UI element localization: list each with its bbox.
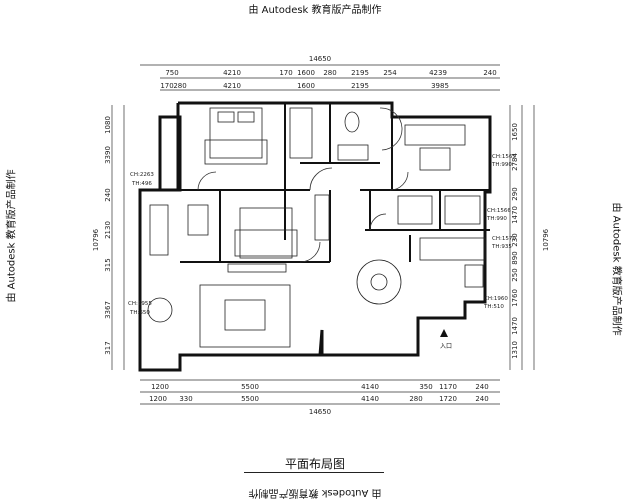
- label-right-dims-2: 290: [511, 187, 519, 200]
- label-left-dims-5: 3367: [104, 301, 112, 319]
- height-notes: CH:2263 TH:496 CH:1955 TH:650 CH:1565 TH…: [128, 154, 516, 316]
- label-bottom-dims-row2-0: 1200: [149, 395, 167, 403]
- label-right-dims-6: 250: [511, 268, 519, 281]
- label-bottom-dims-row1-5: 240: [475, 383, 488, 391]
- furniture: [147, 107, 486, 348]
- label-top-dims-row1-4: 280: [323, 69, 336, 77]
- label-bottom-dims-row1-1: 5500: [241, 383, 259, 391]
- label-bottom-dims-row2-6: 240: [475, 395, 488, 403]
- label-bottom-dims-row1-2: 4140: [361, 383, 379, 391]
- label-right-dims-0: 1650: [511, 123, 519, 141]
- label-top-dims-row1-5: 2195: [351, 69, 369, 77]
- plan-title: 平面布局图: [284, 457, 345, 471]
- title-underline: [244, 472, 384, 473]
- door-swings: [197, 107, 409, 263]
- label-left-dims-4: 315: [104, 258, 112, 271]
- overall-height-left: 10796: [92, 228, 100, 251]
- label-top-dims-row2-4: 2195: [351, 82, 369, 90]
- bottom-dimension-labels: 1200 5500 4140 350 1170 240 1200 330 550…: [149, 383, 489, 416]
- label-notes-th5: TH:935: [491, 244, 512, 250]
- label-top-dims-row1-1: 4210: [223, 69, 241, 77]
- label-notes-th4: TH:990: [486, 216, 507, 222]
- label-top-dims-row2-0: 170: [160, 82, 173, 90]
- label-left-dims-3: 2130: [104, 221, 112, 239]
- label-right-dims-3: 1470: [511, 206, 519, 224]
- label-bottom-dims-row1-4: 1170: [439, 383, 457, 391]
- label-bottom-dims-row2-4: 280: [409, 395, 422, 403]
- label-left-dims-2: 240: [104, 188, 112, 201]
- right-dimension-labels: 1650 2784 290 1470 230 890 250 1760 1470…: [511, 123, 550, 359]
- label-notes-ch6: CH:1960: [484, 296, 508, 302]
- overall-width-top: 14650: [309, 55, 331, 63]
- label-right-dims-1: 2784: [511, 153, 519, 171]
- label-top-dims-row1-8: 240: [483, 69, 496, 77]
- label-bottom-dims-row2-3: 4140: [361, 395, 379, 403]
- label-top-dims-row1-6: 254: [383, 69, 397, 77]
- label-notes-ch5: CH:1570: [492, 236, 516, 242]
- label-left-dims-1: 3390: [104, 146, 112, 164]
- interior-walls: [180, 103, 490, 263]
- label-bottom-dims-row2-2: 5500: [241, 395, 259, 403]
- label-top-dims-row2-2: 4210: [223, 82, 241, 90]
- watermark-bottom: 由 Autodesk 教育版产品制作: [248, 487, 382, 498]
- label-notes-ch3: CH:1565: [492, 154, 516, 160]
- label-notes-th3: TH:990: [491, 162, 512, 168]
- label-right-dims-9: 1310: [511, 341, 519, 359]
- label-top-dims-row1-2: 170: [279, 69, 292, 77]
- outer-walls: [138, 101, 492, 372]
- entrance-marker: 入口: [440, 329, 452, 350]
- top-dimension-labels: 14650 750 4210 170 1600 280 2195 254 423…: [160, 55, 496, 90]
- overall-width-bottom: 14650: [309, 408, 331, 416]
- label-notes-th2: TH:650: [129, 310, 150, 316]
- label-top-dims-row1-3: 1600: [297, 69, 315, 77]
- label-top-dims-row1-0: 750: [165, 69, 178, 77]
- label-right-dims-7: 1760: [511, 289, 519, 307]
- label-top-dims-row2-5: 3985: [431, 82, 449, 90]
- left-dimension-labels: 1080 3390 240 2130 315 3367 317 10796: [92, 116, 112, 355]
- label-bottom-dims-row1-3: 350: [419, 383, 432, 391]
- label-left-dims-0: 1080: [104, 116, 112, 134]
- label-right-dims-8: 1470: [511, 317, 519, 335]
- label-top-dims-row2-3: 1600: [297, 82, 315, 90]
- label-notes-ch2: CH:1955: [128, 301, 152, 307]
- label-notes-th6: TH:510: [483, 304, 504, 310]
- entrance-label: 入口: [440, 343, 452, 350]
- overall-height-right: 10796: [542, 228, 550, 251]
- label-notes-ch1: CH:2263: [130, 172, 154, 178]
- label-bottom-dims-row1-0: 1200: [151, 383, 169, 391]
- label-right-dims-4: 230: [511, 233, 519, 246]
- label-left-dims-6: 317: [104, 341, 112, 354]
- dimension-lines: [111, 64, 535, 405]
- label-top-dims-row2-1: 280: [173, 82, 186, 90]
- label-notes-th1: TH:496: [131, 181, 152, 187]
- label-right-dims-5: 890: [511, 251, 519, 264]
- label-bottom-dims-row2-5: 1720: [439, 395, 457, 403]
- watermark-top: 由 Autodesk 教育版产品制作: [248, 5, 382, 16]
- label-top-dims-row1-7: 4239: [429, 69, 447, 77]
- label-notes-ch4: CH:1566: [487, 208, 511, 214]
- label-bottom-dims-row2-1: 330: [179, 395, 192, 403]
